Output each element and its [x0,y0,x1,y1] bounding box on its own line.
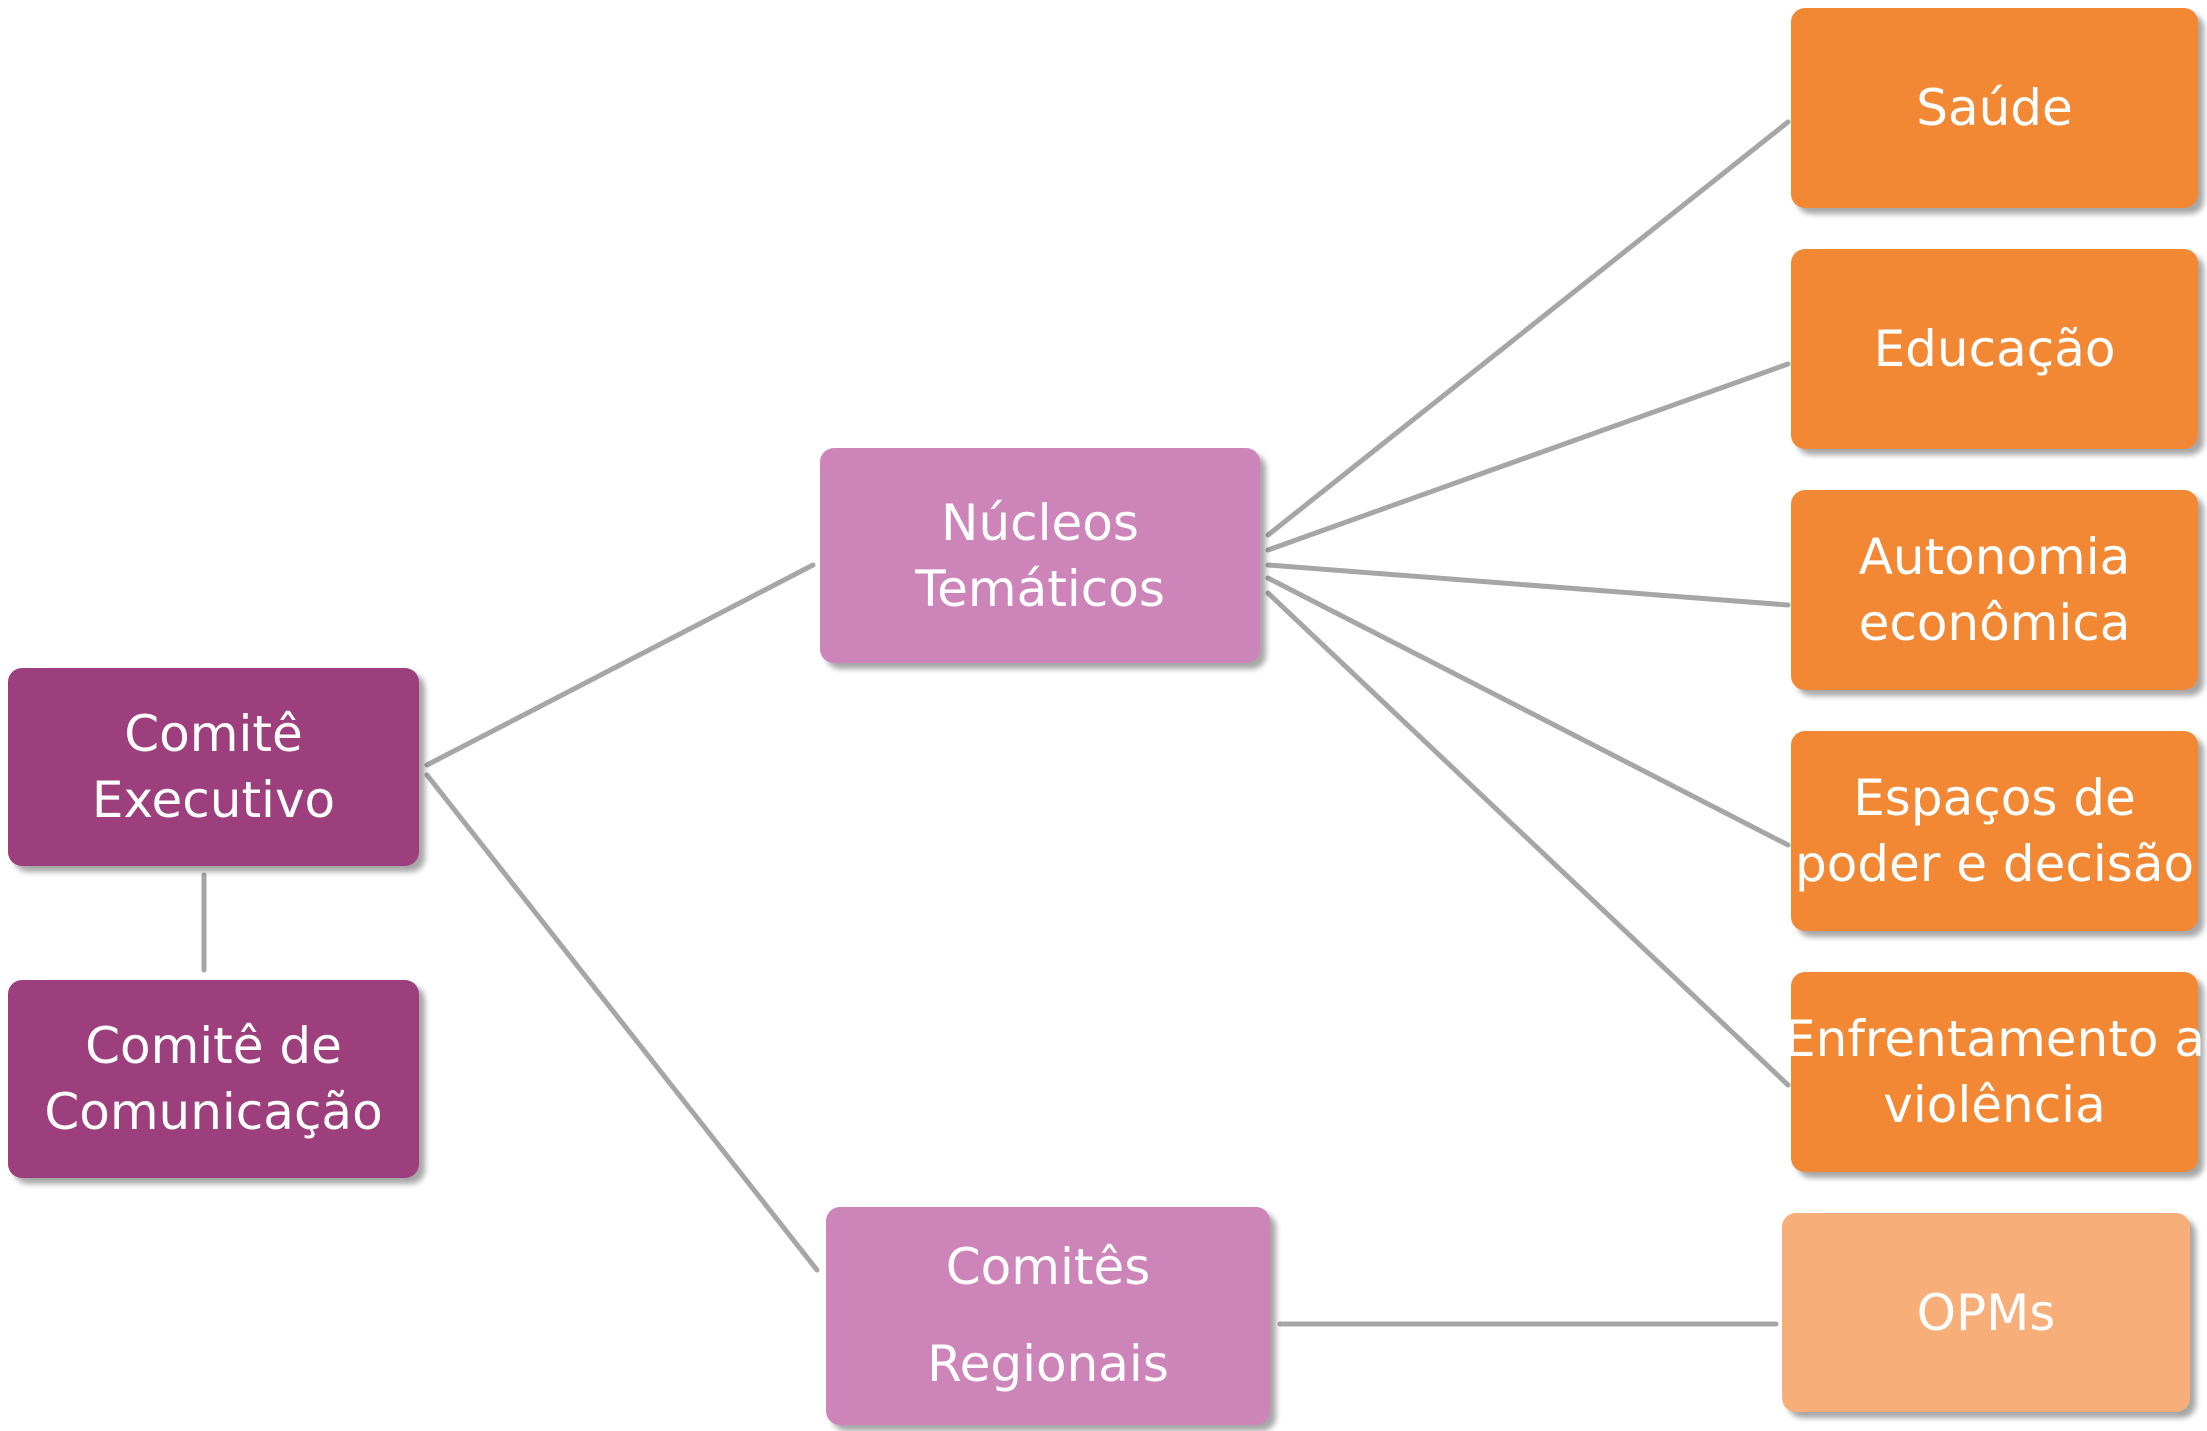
educacao-box[interactable]: Educação [1791,249,2198,449]
autonomia-line-1: Autonomia [1858,528,2131,586]
connector-nucleos-educacao [1265,361,1791,553]
connector-nucleos-autonomia [1265,562,1791,608]
enfrentamento-line-2: violência [1883,1076,2106,1134]
nucleos-tematicos-box[interactable]: Núcleos Temáticos [820,448,1260,663]
nucleos-tematicos-line-1: Núcleos [941,493,1139,552]
connector-nucleos-enfrentamento [1265,590,1791,1088]
comite-comunicacao-box[interactable]: Comitê de Comunicação [8,980,419,1178]
connector-nucleos-espacos [1265,575,1791,848]
comite-comunicacao-line-2: Comunicação [44,1083,383,1141]
opms-label: OPMs [1916,1283,2056,1342]
nucleos-tematicos-line-2: Temáticos [915,559,1165,618]
comites-regionais-line-1: Comitês [945,1237,1151,1296]
comite-comunicacao-line-1: Comitê de [85,1017,342,1075]
espacos-de-poder-box[interactable]: Espaços de poder e decisão [1791,731,2198,931]
opms-box[interactable]: OPMs [1782,1213,2190,1412]
comite-executivo-line-1: Comitê [124,705,303,763]
connector-nucleos-saude [1265,119,1791,538]
saude-box[interactable]: Saúde [1791,8,2198,208]
connector-executivo-nucleos [424,562,816,768]
enfrentamento-violencia-box[interactable]: Enfrentamento a violência [1784,972,2205,1172]
enfrentamento-line-1: Enfrentamento a [1784,1010,2205,1068]
comite-executivo-line-2: Executivo [91,771,336,829]
autonomia-line-2: econômica [1858,594,2131,652]
comite-executivo-box[interactable]: Comitê Executivo [8,668,419,866]
espacos-line-2: poder e decisão [1794,835,2195,893]
connector-executivo-regionais [424,772,820,1273]
comites-regionais-box[interactable]: Comitês Regionais [826,1207,1270,1425]
educacao-label: Educação [1873,320,2116,378]
saude-label: Saúde [1916,79,2073,137]
comites-regionais-line-2: Regionais [927,1335,1169,1393]
espacos-line-1: Espaços de [1853,769,2136,827]
autonomia-economica-box[interactable]: Autonomia econômica [1791,490,2198,690]
